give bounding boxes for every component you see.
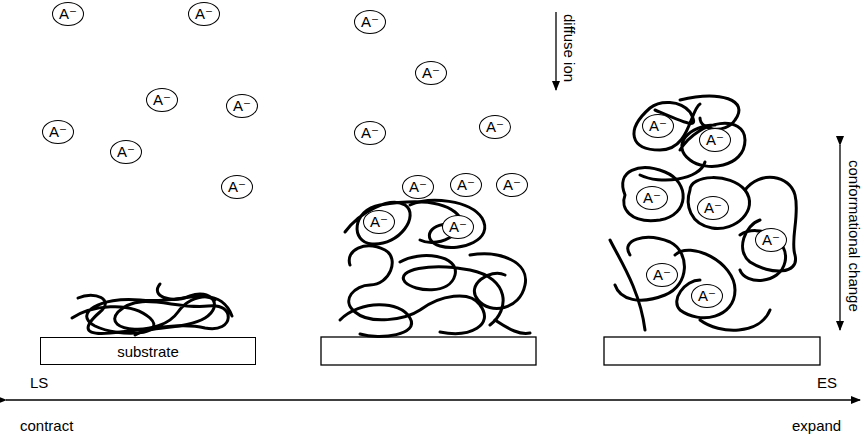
ion-label: A⁻ — [370, 213, 388, 231]
ion-circle: A⁻ — [636, 186, 668, 210]
state-label: ES — [817, 375, 837, 390]
ion-label: A⁻ — [153, 91, 171, 109]
ion-circle: A⁻ — [42, 120, 74, 144]
ion-circle: A⁻ — [755, 228, 787, 252]
state-axis — [6, 399, 860, 400]
ion-label: A⁻ — [422, 64, 440, 82]
ion-circle: A⁻ — [691, 284, 723, 308]
ion-circle: A⁻ — [450, 173, 482, 197]
ion-circle: A⁻ — [221, 175, 253, 199]
ion-circle: A⁻ — [354, 10, 386, 34]
ion-circle: A⁻ — [188, 2, 220, 26]
ion-circle: A⁻ — [697, 196, 729, 220]
ion-circle: A⁻ — [363, 210, 395, 234]
ion-label: A⁻ — [49, 123, 67, 141]
ion-circle: A⁻ — [354, 121, 386, 145]
ion-label: A⁻ — [762, 231, 780, 249]
ion-label: A⁻ — [698, 287, 716, 305]
ion-circle: A⁻ — [442, 215, 474, 239]
ion-label: A⁻ — [449, 218, 467, 236]
ion-circle: A⁻ — [226, 94, 258, 118]
ion-circle: A⁻ — [52, 2, 84, 26]
ion-circle: A⁻ — [402, 175, 434, 199]
substrate-label: substrate — [117, 343, 179, 360]
direction-label: contract — [20, 418, 73, 433]
ion-label: A⁻ — [486, 118, 504, 136]
ion-label: A⁻ — [643, 189, 661, 207]
substrate-plate — [321, 337, 536, 365]
arrow-label: diffuse ion — [562, 14, 577, 82]
ion-label: A⁻ — [653, 266, 671, 284]
ion-circle: A⁻ — [646, 263, 678, 287]
ion-circle: A⁻ — [699, 128, 731, 152]
ion-label: A⁻ — [457, 176, 475, 194]
ion-label: A⁻ — [704, 199, 722, 217]
ion-circle: A⁻ — [146, 88, 178, 112]
polymer-chain — [72, 284, 232, 335]
polymer-chain — [340, 200, 530, 336]
ion-circle: A⁻ — [642, 114, 674, 138]
polymer-chain — [610, 96, 796, 330]
ion-circle: A⁻ — [496, 173, 528, 197]
substrate-plate — [604, 337, 820, 365]
ion-label: A⁻ — [233, 97, 251, 115]
ion-label: A⁻ — [361, 13, 379, 31]
diffusion-arrow — [555, 12, 556, 90]
ion-label: A⁻ — [228, 178, 246, 196]
state-label: LS — [30, 375, 48, 390]
ion-label: A⁻ — [649, 117, 667, 135]
expansion-arrow — [839, 145, 840, 330]
ion-label: A⁻ — [59, 5, 77, 23]
ion-label: A⁻ — [361, 124, 379, 142]
ion-circle: A⁻ — [110, 140, 142, 164]
substrate-box: substrate — [40, 337, 256, 365]
ion-label: A⁻ — [195, 5, 213, 23]
ion-label: A⁻ — [117, 143, 135, 161]
ion-label: A⁻ — [706, 131, 724, 149]
direction-label: expand — [792, 418, 841, 433]
arrow-label: conformational change — [847, 160, 862, 312]
ion-circle: A⁻ — [479, 115, 511, 139]
ion-label: A⁻ — [409, 178, 427, 196]
ion-circle: A⁻ — [415, 61, 447, 85]
ion-label: A⁻ — [503, 176, 521, 194]
